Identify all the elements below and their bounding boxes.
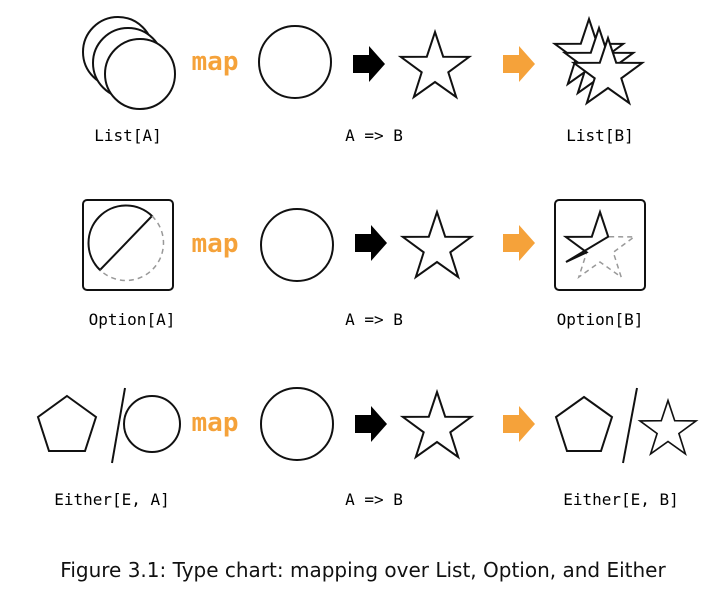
map-label: map <box>192 408 239 438</box>
a-circle-icon <box>258 25 332 99</box>
function-arrow-icon <box>355 406 387 442</box>
b-star-icon <box>399 31 471 99</box>
either-a-label: Either[E, A] <box>54 490 170 509</box>
b-star-icon <box>401 211 473 279</box>
list-b-stars-icon <box>553 18 644 105</box>
either-a-icon <box>36 387 181 464</box>
either-b-label: Either[E, B] <box>563 490 679 509</box>
function-label: A => B <box>345 310 403 329</box>
row-either: map Either[E, A] A => B Either[E, B] <box>36 387 697 509</box>
either-divider <box>111 387 126 464</box>
result-arrow-icon <box>503 406 535 442</box>
list-b-label: List[B] <box>566 126 633 145</box>
option-a-label: Option[A] <box>89 310 176 329</box>
a-circle-icon <box>260 387 334 461</box>
function-label: A => B <box>345 126 403 145</box>
a-circle-icon <box>123 395 181 453</box>
either-divider <box>622 387 638 464</box>
list-a-label: List[A] <box>94 126 161 145</box>
figure-caption: Figure 3.1: Type chart: mapping over Lis… <box>60 558 666 582</box>
e-pentagon-icon <box>36 394 98 452</box>
result-arrow-icon <box>503 46 535 82</box>
result-arrow-icon <box>503 225 535 261</box>
function-arrow-icon <box>353 46 385 82</box>
option-a-box-icon <box>82 199 174 291</box>
row-list: map List[A] A => B List[B] <box>82 16 644 145</box>
either-b-icon <box>554 387 697 464</box>
option-b-label: Option[B] <box>557 310 644 329</box>
list-a-circles-icon <box>82 16 176 110</box>
b-star-icon <box>639 399 697 455</box>
a-circle-icon <box>260 208 334 282</box>
b-star-icon <box>401 391 473 459</box>
function-arrow-icon <box>355 225 387 261</box>
e-pentagon-icon <box>554 395 614 452</box>
row-option: map Option[A] A => B Option[B] <box>82 199 646 329</box>
function-label: A => B <box>345 490 403 509</box>
map-label: map <box>192 47 239 77</box>
option-b-box-icon <box>554 199 646 291</box>
map-label: map <box>192 229 239 259</box>
